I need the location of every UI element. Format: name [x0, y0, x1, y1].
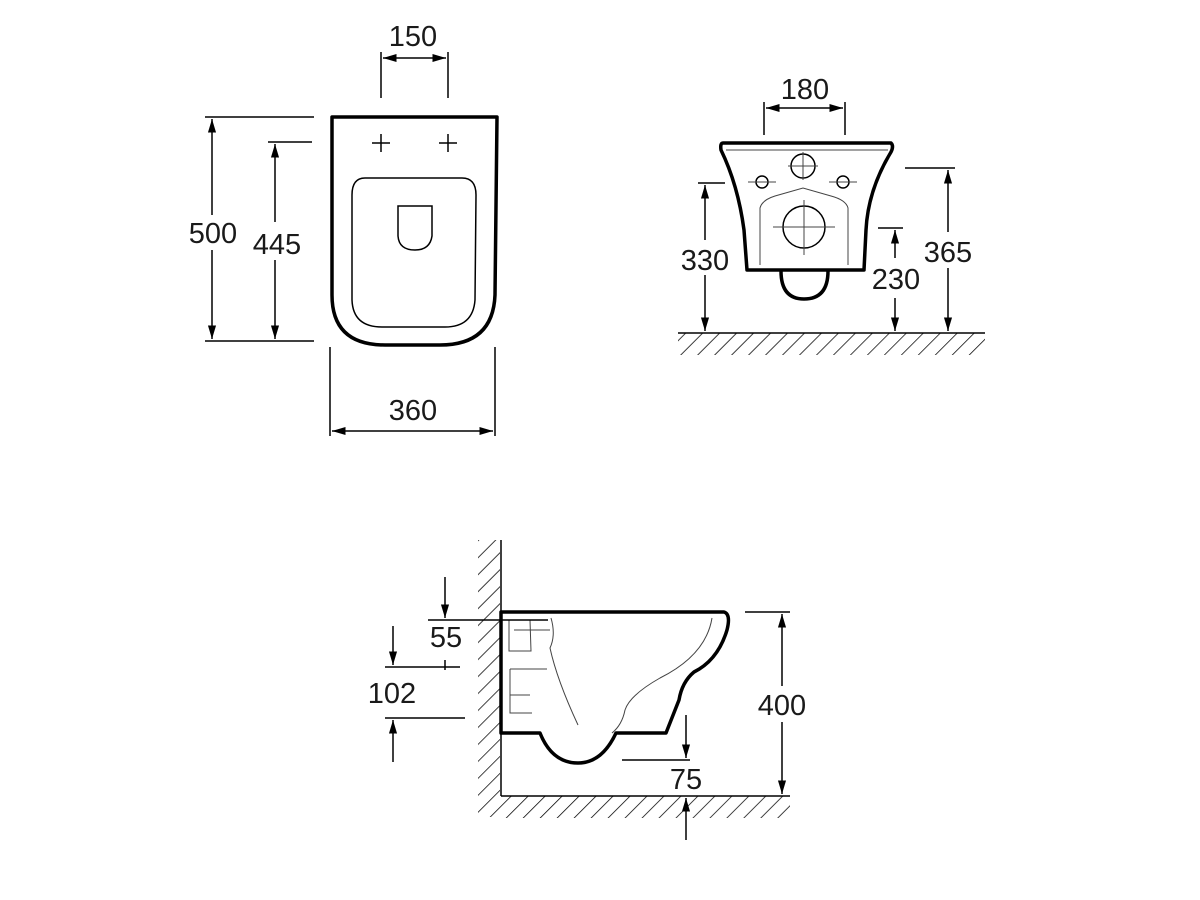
inlet-outline	[397, 205, 433, 251]
dim-330: 330	[681, 245, 729, 277]
bowl-outline	[499, 610, 731, 765]
dim-102: 102	[368, 678, 416, 710]
trap-outline	[779, 270, 830, 301]
fixing-hole-icon	[372, 134, 390, 152]
seat-outline	[351, 177, 477, 328]
dim-55: 55	[430, 622, 462, 654]
dim-500: 500	[189, 218, 237, 250]
dim-365: 365	[924, 237, 972, 269]
fixing-hole-icon	[439, 134, 457, 152]
dim-400: 400	[758, 690, 806, 722]
dim-360: 360	[389, 395, 437, 427]
dim-230: 230	[872, 264, 920, 296]
dim-75: 75	[670, 764, 702, 796]
side-view: 400 75 55 102	[368, 540, 806, 840]
dim-445: 445	[253, 229, 301, 261]
bowl-outline	[719, 141, 895, 272]
dim-180: 180	[781, 74, 829, 106]
front-view: 180 330 230 365	[678, 74, 985, 355]
bowl-outline	[330, 115, 499, 347]
dim-150: 150	[389, 21, 437, 53]
top-view: 150 500 445 360	[189, 21, 499, 436]
